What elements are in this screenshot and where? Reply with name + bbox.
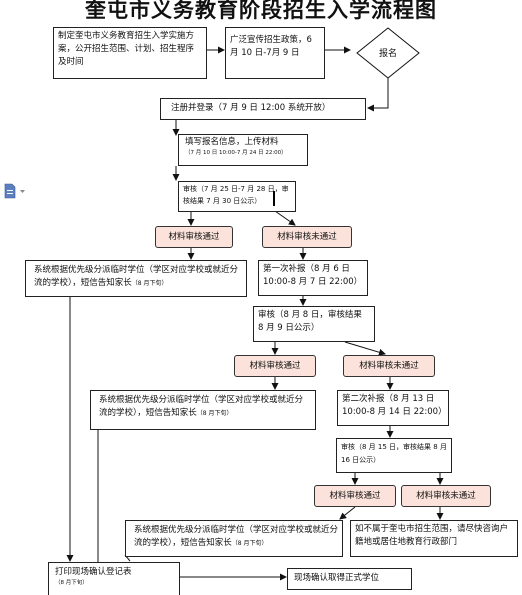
- plan-box: 制定奎屯市义务教育招生入学实施方案，公开招生范围、计划、招生程序及时间: [53, 27, 207, 79]
- supp1-box: 第一次补报（8 月 6 日 10:00-8 月 7 日 22:00）: [258, 260, 368, 296]
- assign3-main-text: 系统根据优先级分派临时学位（学区对应学校或就近分流的学校），短信告知家长: [134, 525, 339, 549]
- fill-sub-text: （7 月 10 日 10:00-7 月 24 日 22:00）: [185, 150, 287, 157]
- review1-box: 审核（7 月 25 日-7 月 28 日，审核结果 7 月 30 日公示）: [178, 181, 296, 212]
- confirm-box: 现场确认取得正式学位: [287, 568, 412, 590]
- review3-box: 审核（8 月 15 日，审核结果 8 月 16 日公示）: [336, 438, 452, 473]
- pass2-box: 材料审核通过: [234, 355, 316, 377]
- assign2-box: 系统根据优先级分派临时学位（学区对应学校或就近分流的学校），短信告知家长（8 月…: [90, 390, 316, 430]
- fail1-box: 材料审核未通过: [262, 226, 352, 248]
- review1-text: 审核（7 月 25 日-7 月 28 日，审核结果 7 月 30 日公示）: [183, 185, 289, 205]
- register-box: 注册并登录（7 月 9 日 12:00 系统开放）: [160, 98, 366, 120]
- fail3-box: 材料审核未通过: [401, 485, 491, 507]
- review2-box: 审核（8 月 8 日，审核结果 8 月 9 日公示）: [253, 306, 375, 342]
- assign1-box: 系统根据优先级分派临时学位（学区对应学校或就近分流的学校），短信告知家长（8 月…: [25, 260, 247, 297]
- confirm-text: 现场确认取得正式学位: [294, 573, 380, 583]
- signup-label: 报名: [378, 49, 397, 59]
- signup-diamond: [356, 27, 420, 79]
- supp2-text: 第二次补报（8 月 13 日 10:00-8 月 14 日 22:00）: [342, 394, 447, 418]
- review2-text: 审核（8 月 8 日，审核结果 8 月 9 日公示）: [258, 310, 362, 334]
- notice-box: 如不属于奎屯市招生范围，请尽快咨询户籍地或居住地教育行政部门: [350, 520, 518, 557]
- publicize-box: 广泛宣传招生政策，6月 10 日-7月 9 日: [225, 27, 325, 79]
- assign2-main-text: 系统根据优先级分派临时学位（学区对应学校或就近分流的学校），短信告知家长: [99, 395, 304, 419]
- fill-box: 填写报名信息，上传材料 （7 月 10 日 10:00-7 月 24 日 22:…: [178, 134, 308, 166]
- review3-text: 审核（8 月 15 日，审核结果 8 月 16 日公示）: [341, 443, 447, 464]
- assign3-box: 系统根据优先级分派临时学位（学区对应学校或就近分流的学校），短信告知家长（8 月…: [125, 520, 343, 557]
- print-sub-text: （8 月下旬）: [55, 580, 88, 587]
- fill-main-text: 填写报名信息，上传材料: [185, 137, 279, 147]
- publicize-text: 广泛宣传招生政策，6月 10 日-7月 9 日: [230, 35, 312, 59]
- supp1-text: 第一次补报（8 月 6 日 10:00-8 月 7 日 22:00）: [263, 264, 363, 288]
- assign2-tail-text: （8 月下旬）: [196, 410, 233, 418]
- register-text: 注册并登录（7 月 9 日 12:00 系统开放）: [171, 103, 331, 113]
- text-cursor: [273, 191, 275, 206]
- assign1-main-text: 系统根据优先级分派临时学位（学区对应学校或就近分流的学校），短信告知家长: [34, 265, 239, 289]
- plan-text: 制定奎屯市义务教育招生入学实施方案，公开招生范围、计划、招生程序及时间: [58, 31, 195, 68]
- page-title: 奎屯市义务教育阶段招生入学流程图: [85, 0, 437, 22]
- print-main-text: 打印现场确认登记表: [55, 567, 132, 577]
- assign3-tail-text: （8 月下旬）: [231, 540, 268, 548]
- fail2-box: 材料审核未通过: [343, 355, 435, 377]
- notice-text: 如不属于奎屯市招生范围，请尽快咨询户籍地或居住地教育行政部门: [355, 524, 509, 548]
- document-icon[interactable]: [3, 183, 29, 199]
- pass3-box: 材料审核通过: [314, 485, 396, 507]
- print-box: 打印现场确认登记表 （8 月下旬）: [48, 562, 180, 595]
- pass1-box: 材料审核通过: [155, 226, 233, 248]
- supp2-box: 第二次补报（8 月 13 日 10:00-8 月 14 日 22:00）: [337, 390, 449, 426]
- assign1-tail-text: （8 月下旬）: [131, 280, 168, 288]
